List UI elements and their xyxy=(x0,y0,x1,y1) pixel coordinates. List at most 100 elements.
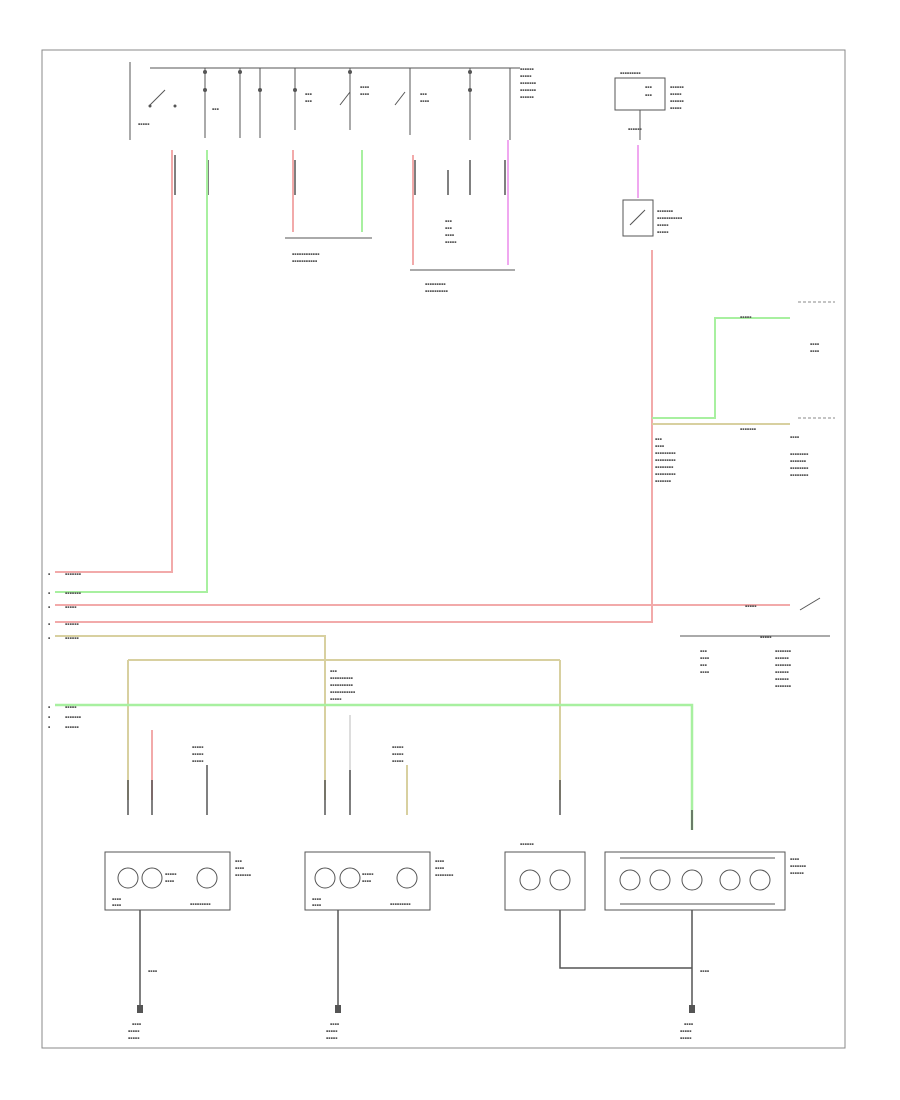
svg-text:▪▪▪▪▪▪▪: ▪▪▪▪▪▪▪ xyxy=(65,591,81,595)
svg-text:▪▪▪▪▪: ▪▪▪▪▪ xyxy=(392,745,404,749)
svg-text:▪▪▪▪▪▪▪: ▪▪▪▪▪▪▪ xyxy=(740,427,756,431)
bulb-icon xyxy=(549,869,571,891)
brake-switch-contact xyxy=(629,209,646,226)
svg-text:▪▪▪▪▪: ▪▪▪▪▪ xyxy=(670,106,682,110)
fuse-block-text: ▪▪▪▪▪▪▪▪▪ ▪▪▪ ▪▪▪ ▪▪▪▪▪▪ ▪▪▪▪▪ ▪▪▪▪▪▪ ▪▪… xyxy=(620,71,684,131)
lamp-connectors xyxy=(127,770,693,830)
bulb-icon xyxy=(141,867,163,889)
svg-text:▪▪▪▪▪▪▪▪▪: ▪▪▪▪▪▪▪▪▪ xyxy=(655,472,676,476)
green-lamp-bus xyxy=(55,703,694,830)
bulb-icon xyxy=(619,869,641,891)
marker-lamp-left: ▪▪▪▪▪ ▪▪▪▪▪ ▪▪▪▪▪ xyxy=(192,745,208,815)
high-mount-bulbs xyxy=(619,869,771,891)
splice-center-text: ▪▪▪ ▪▪▪▪▪▪▪▪▪▪ ▪▪▪▪▪▪▪▪▪▪ ▪▪▪▪▪▪▪▪▪▪▪ ▪▪… xyxy=(330,669,355,701)
switch-connectors xyxy=(174,155,506,195)
svg-text:▪▪▪▪▪▪▪: ▪▪▪▪▪▪▪ xyxy=(520,81,536,85)
svg-text:▪: ▪ xyxy=(48,591,50,595)
svg-text:▪▪▪▪▪▪▪: ▪▪▪▪▪▪▪ xyxy=(655,479,671,483)
svg-text:▪▪▪: ▪▪▪ xyxy=(445,226,452,230)
marker-lamp-right: ▪▪▪▪▪ ▪▪▪▪▪ ▪▪▪▪▪ xyxy=(392,745,408,815)
ground-labels: ▪▪▪▪ ▪▪▪▪ ▪▪▪▪▪▪▪▪▪▪▪▪▪▪ ▪▪▪▪▪▪▪▪▪▪▪▪▪▪ … xyxy=(128,969,709,1040)
label-steering-column: ▪▪▪▪▪▪▪▪▪▪▪▪ xyxy=(292,252,320,256)
svg-text:▪▪▪▪: ▪▪▪▪ xyxy=(112,903,121,907)
svg-text:▪▪▪▪▪: ▪▪▪▪▪ xyxy=(657,223,669,227)
svg-text:▪▪▪▪▪: ▪▪▪▪▪ xyxy=(745,604,757,608)
svg-text:▪▪▪▪: ▪▪▪▪ xyxy=(312,897,321,901)
svg-text:▪▪▪▪: ▪▪▪▪ xyxy=(132,1022,141,1026)
multifunction-switch xyxy=(129,62,520,140)
svg-text:▪▪▪: ▪▪▪ xyxy=(445,219,452,223)
svg-text:▪▪▪▪: ▪▪▪▪ xyxy=(360,85,369,89)
rf-lamp-bulbs xyxy=(314,867,418,889)
svg-text:▪▪▪▪▪▪: ▪▪▪▪▪▪ xyxy=(790,871,804,875)
svg-text:▪▪▪▪▪: ▪▪▪▪▪ xyxy=(362,872,374,876)
svg-text:▪▪▪▪▪▪▪▪▪▪: ▪▪▪▪▪▪▪▪▪▪ xyxy=(330,676,353,680)
svg-text:▪▪▪▪▪▪▪▪: ▪▪▪▪▪▪▪▪ xyxy=(435,873,453,877)
bulb-icon xyxy=(196,867,218,889)
svg-text:▪▪▪▪: ▪▪▪▪ xyxy=(790,857,799,861)
svg-text:▪▪▪▪▪: ▪▪▪▪▪ xyxy=(680,1029,692,1033)
svg-text:▪▪▪▪▪▪: ▪▪▪▪▪▪ xyxy=(65,636,79,640)
svg-text:▪▪▪▪▪: ▪▪▪▪▪ xyxy=(680,1036,692,1040)
svg-text:▪▪▪▪: ▪▪▪▪ xyxy=(435,866,444,870)
label-steering-column-2: ▪▪▪▪▪▪▪▪▪▪▪ xyxy=(292,259,317,263)
lf-lamp-assembly xyxy=(104,851,231,911)
svg-text:▪▪▪▪▪▪: ▪▪▪▪▪▪ xyxy=(670,99,684,103)
left-bus-labels: ▪▪▪▪▪▪▪▪ ▪▪▪▪▪▪▪▪ ▪▪▪▪▪▪ ▪▪▪▪▪▪▪ ▪▪▪▪▪▪▪… xyxy=(48,572,81,729)
green-tpms-wire xyxy=(652,317,790,419)
svg-text:▪: ▪ xyxy=(48,705,50,709)
svg-text:▪▪▪▪▪: ▪▪▪▪▪ xyxy=(657,230,669,234)
svg-text:▪▪▪▪▪: ▪▪▪▪▪ xyxy=(330,697,342,701)
svg-text:▪▪▪▪▪: ▪▪▪▪▪ xyxy=(138,122,150,126)
svg-text:▪▪▪: ▪▪▪ xyxy=(330,669,337,673)
svg-text:▪: ▪ xyxy=(48,636,50,640)
svg-text:▪▪▪▪▪▪▪▪▪: ▪▪▪▪▪▪▪▪▪ xyxy=(390,902,411,906)
bulb-icon xyxy=(314,867,336,889)
splice-text: ▪▪▪ ▪▪▪▪ ▪▪▪▪▪▪▪▪▪ ▪▪▪▪▪▪▪▪▪ ▪▪▪▪▪▪▪▪ ▪▪… xyxy=(655,437,676,483)
svg-text:▪▪▪▪▪▪: ▪▪▪▪▪▪ xyxy=(65,622,79,626)
svg-text:▪▪▪▪: ▪▪▪▪ xyxy=(235,866,244,870)
svg-text:▪▪▪▪: ▪▪▪▪ xyxy=(810,349,819,353)
svg-text:▪▪▪▪▪: ▪▪▪▪▪ xyxy=(392,752,404,756)
high-mount-lamp-assembly xyxy=(604,851,786,911)
bulb-icon xyxy=(649,869,671,891)
svg-text:▪▪▪▪▪: ▪▪▪▪▪ xyxy=(392,759,404,763)
svg-text:▪▪▪▪▪▪▪: ▪▪▪▪▪▪▪ xyxy=(65,715,81,719)
svg-text:▪▪▪▪▪▪▪: ▪▪▪▪▪▪▪ xyxy=(65,572,81,576)
svg-text:▪▪▪▪▪▪▪: ▪▪▪▪▪▪▪ xyxy=(775,649,791,653)
svg-text:▪▪▪: ▪▪▪ xyxy=(700,649,707,653)
svg-text:▪▪▪▪▪: ▪▪▪▪▪ xyxy=(192,752,204,756)
switch-bank-text: ▪▪▪▪▪ ▪▪▪ ▪▪▪ ▪▪▪ ▪▪▪▪ ▪▪▪▪ ▪▪▪ ▪▪▪▪ ▪▪▪… xyxy=(138,67,536,126)
svg-text:▪▪▪▪▪▪▪▪▪: ▪▪▪▪▪▪▪▪▪ xyxy=(190,902,211,906)
svg-text:▪▪▪▪▪: ▪▪▪▪▪ xyxy=(670,92,682,96)
bulb-icon xyxy=(339,867,361,889)
svg-text:▪▪▪▪: ▪▪▪▪ xyxy=(330,1022,339,1026)
svg-text:▪▪▪▪▪▪▪▪▪▪▪: ▪▪▪▪▪▪▪▪▪▪▪ xyxy=(330,690,355,694)
svg-text:▪▪▪▪▪▪▪: ▪▪▪▪▪▪▪ xyxy=(790,459,806,463)
svg-text:▪▪▪▪▪▪: ▪▪▪▪▪▪ xyxy=(628,127,642,131)
svg-text:▪▪▪▪▪: ▪▪▪▪▪ xyxy=(165,872,177,876)
switch-contacts xyxy=(148,70,472,108)
tan-lamp-bus xyxy=(55,635,560,661)
svg-text:▪▪▪: ▪▪▪ xyxy=(700,663,707,667)
svg-text:▪▪▪▪▪: ▪▪▪▪▪ xyxy=(65,705,77,709)
svg-text:▪▪▪▪▪▪▪▪▪: ▪▪▪▪▪▪▪▪▪ xyxy=(620,71,641,75)
svg-text:▪▪▪: ▪▪▪ xyxy=(305,99,312,103)
trailer-text: ▪▪▪▪▪ ▪▪▪▪▪ ▪▪▪ ▪▪▪▪ ▪▪▪ ▪▪▪▪ ▪▪▪▪▪▪▪ ▪▪… xyxy=(700,604,791,688)
cluster-bars xyxy=(285,237,515,271)
svg-text:▪▪▪: ▪▪▪ xyxy=(645,85,652,89)
svg-text:▪▪▪▪▪▪: ▪▪▪▪▪▪ xyxy=(775,656,789,660)
diagram-frame xyxy=(41,49,846,1049)
svg-text:▪: ▪ xyxy=(48,572,50,576)
high-mount-text: ▪▪▪▪ ▪▪▪▪▪▪▪ ▪▪▪▪▪▪ xyxy=(790,857,806,875)
svg-text:▪▪▪▪▪: ▪▪▪▪▪ xyxy=(128,1036,140,1040)
svg-text:▪▪▪▪▪: ▪▪▪▪▪ xyxy=(192,745,204,749)
lf-lamp-bulbs xyxy=(117,867,218,889)
svg-text:▪▪▪▪▪: ▪▪▪▪▪ xyxy=(326,1036,338,1040)
svg-text:▪: ▪ xyxy=(48,605,50,609)
svg-text:▪▪▪▪▪▪▪: ▪▪▪▪▪▪▪ xyxy=(775,684,791,688)
bulb-icon xyxy=(117,867,139,889)
svg-text:▪▪▪▪▪▪▪: ▪▪▪▪▪▪▪ xyxy=(790,864,806,868)
svg-text:▪▪▪▪: ▪▪▪▪ xyxy=(112,897,121,901)
